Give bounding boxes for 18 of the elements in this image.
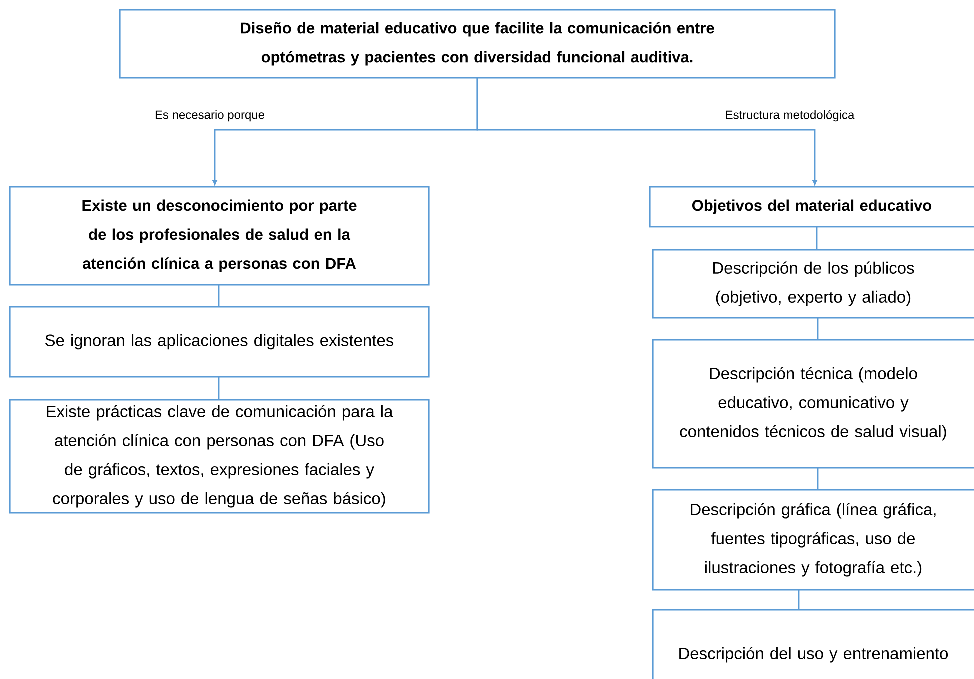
text-box: Descripción del uso y entrenamiento bbox=[652, 609, 974, 679]
connector-line bbox=[218, 285, 220, 307]
connector-line bbox=[798, 590, 800, 610]
text-box: Se ignoran las aplicaciones digitales existentes bbox=[9, 306, 430, 378]
text-box: Descripción de los públicos (objetivo, experto y aliado) bbox=[652, 249, 974, 319]
arrow bbox=[476, 78, 818, 186]
text-box: Descripción gráfica (línea gráfica, fuentes tipográficas, uso de ilustraciones y fotografía etc.) bbox=[652, 489, 974, 591]
heading-box: Existe un desconocimiento por parte de los profesionales de salud en la atención clínica a personas con DFA bbox=[9, 186, 430, 286]
connector-line bbox=[816, 227, 818, 250]
text-box: Descripción técnica (modelo educativo, comunicativo y contenidos técnicos de salud visual) bbox=[652, 339, 974, 469]
connector-line bbox=[817, 318, 819, 340]
text-box: Existe prácticas clave de comunicación para la atención clínica con personas con DFA (Uso de gráficos, textos, expresiones faciales y corporales y uso de lengua de señas básico) bbox=[9, 399, 430, 514]
heading-box: Objetivos del material educativo bbox=[649, 186, 974, 228]
edge-label: Es necesario porque bbox=[154, 109, 266, 123]
edge-label: Estructura metodológica bbox=[724, 109, 856, 123]
title-box: Diseño de material educativo que facilite la comunicación entre optómetras y pacientes con diversidad funcional auditiva. bbox=[119, 9, 836, 79]
connector-line bbox=[218, 377, 220, 400]
connector-line bbox=[817, 468, 819, 490]
